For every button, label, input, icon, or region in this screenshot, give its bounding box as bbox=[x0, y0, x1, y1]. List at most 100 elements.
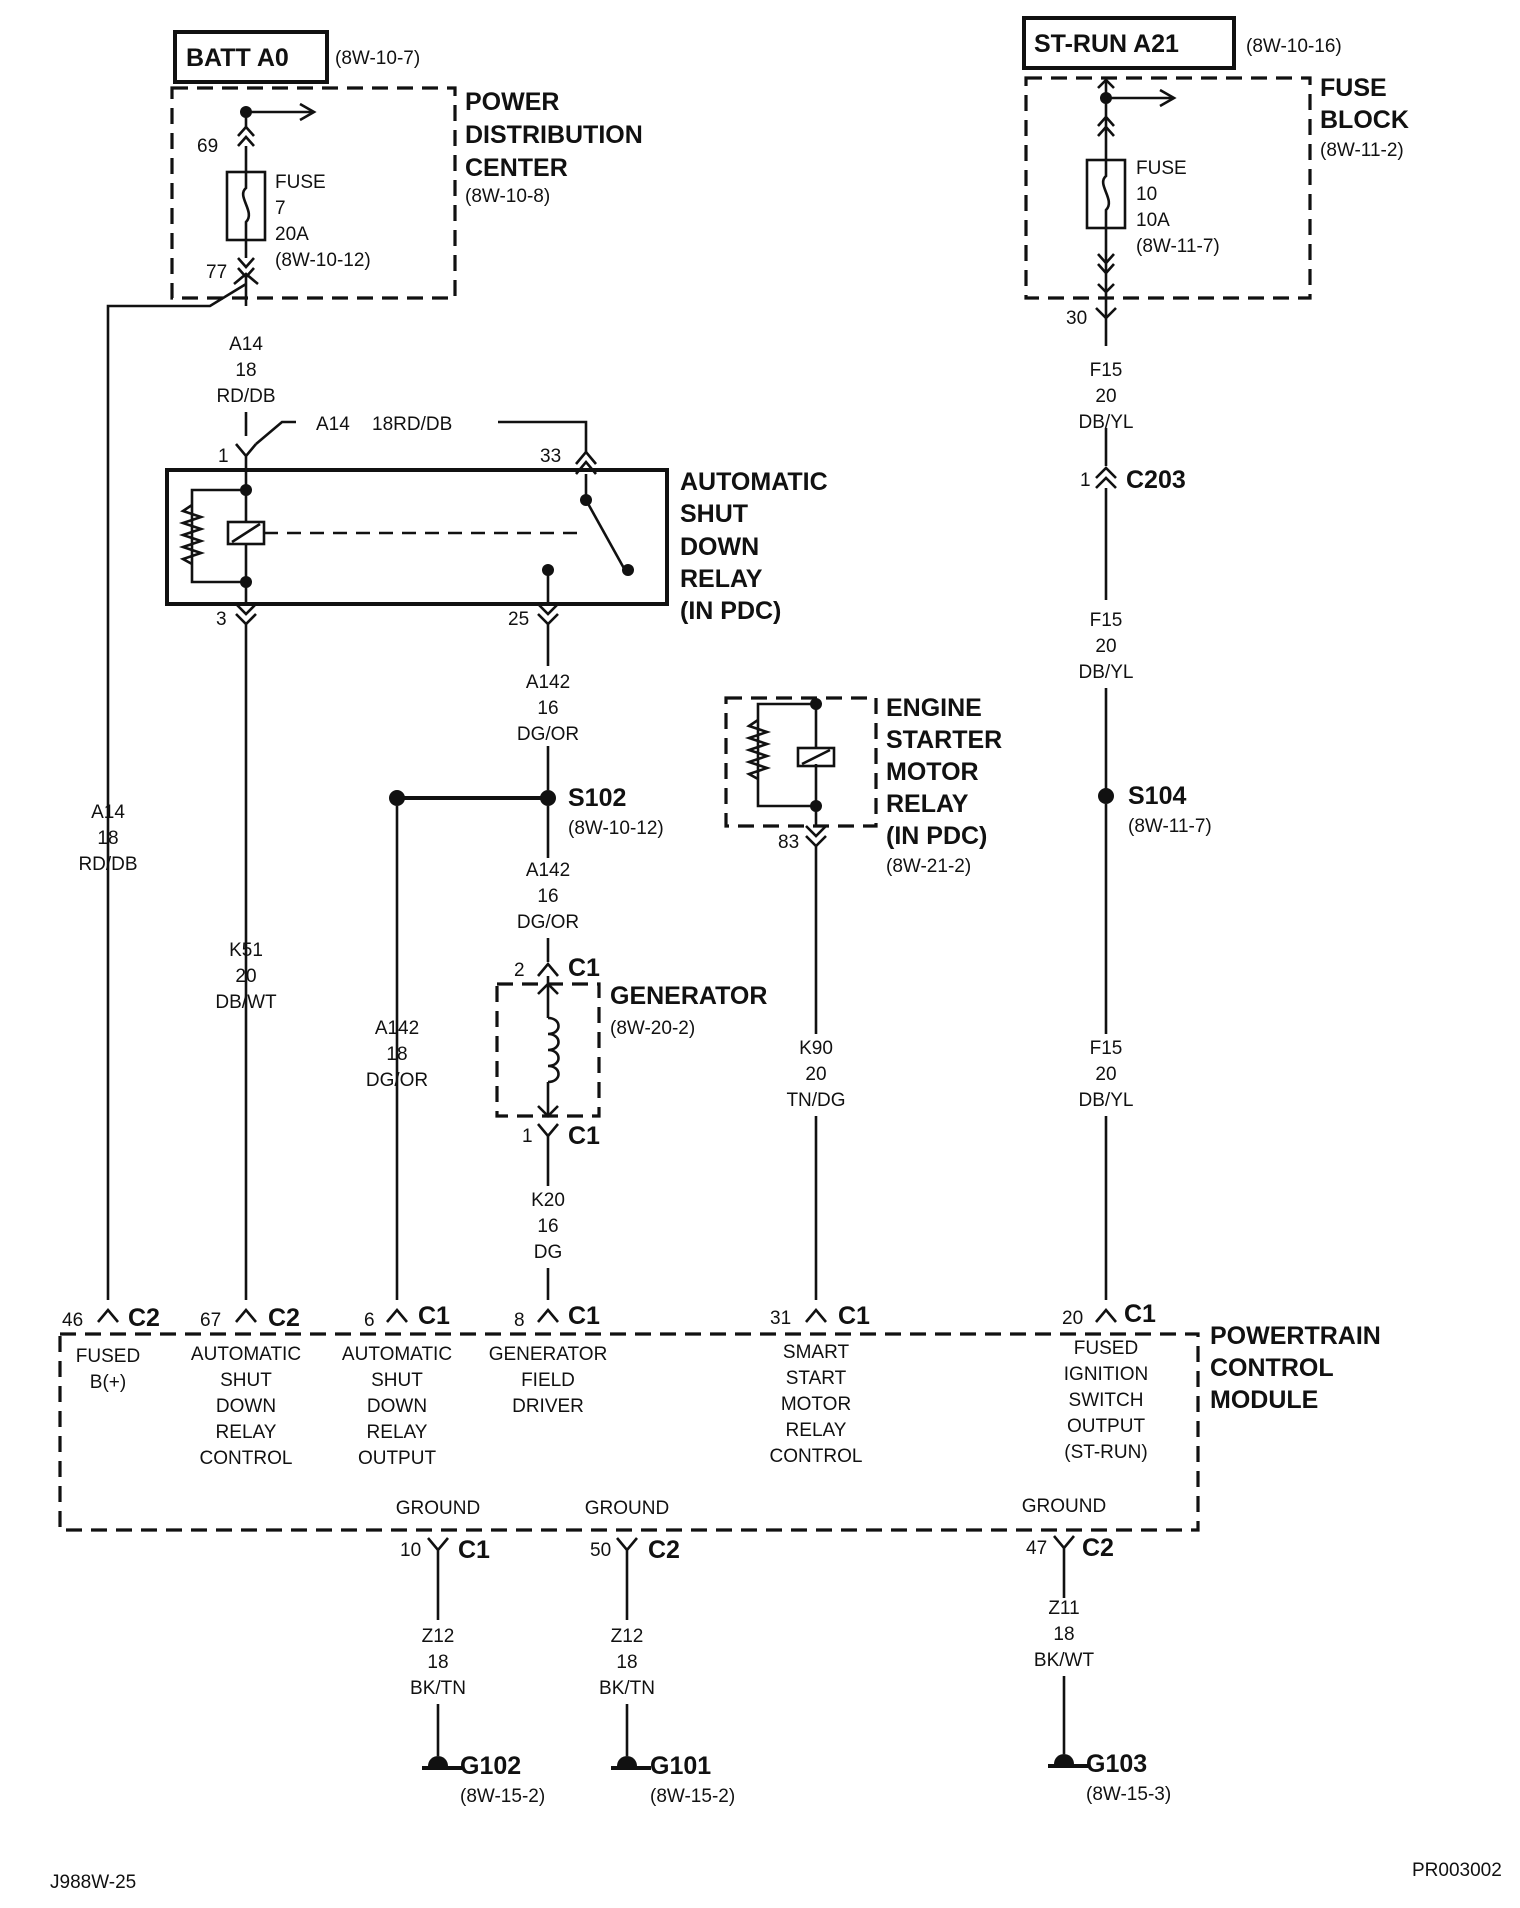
asd-name-2: SHUT bbox=[680, 500, 748, 528]
pcm-pin-31: 31 bbox=[770, 1308, 791, 1329]
pcm-pin-67: 67 bbox=[200, 1310, 221, 1331]
ground-icon bbox=[422, 1756, 462, 1770]
pcm-label-67-3: DOWN bbox=[216, 1396, 276, 1417]
wire-k20-gauge: 16 bbox=[537, 1216, 558, 1237]
pcm-label-31-1: SMART bbox=[783, 1342, 850, 1363]
pcm-ground-label-1: GROUND bbox=[396, 1498, 480, 1519]
pcm-pin-8: 8 bbox=[514, 1310, 525, 1331]
wire-z12b-color: BK/TN bbox=[599, 1678, 655, 1699]
pcm-label-31-4: RELAY bbox=[786, 1420, 847, 1441]
asd-pin-25: 25 bbox=[508, 609, 529, 630]
pcm-label-8-1: GENERATOR bbox=[489, 1344, 608, 1365]
s104-name: S104 bbox=[1128, 782, 1186, 810]
powertrain-control-module: POWERTRAIN CONTROL MODULE 46 C2 FUSED B(… bbox=[58, 1300, 1381, 1532]
wire-f15-low-color: DB/YL bbox=[1079, 1090, 1134, 1111]
esmr-ref: (8W-21-2) bbox=[886, 856, 971, 877]
wire-a142-mid-gauge: 16 bbox=[537, 886, 558, 907]
esmr-name-2: STARTER bbox=[886, 726, 1002, 754]
pdc-pin-69: 69 bbox=[197, 136, 218, 157]
esmr-name-4: RELAY bbox=[886, 790, 969, 818]
pcm-pin-50: 50 bbox=[590, 1540, 611, 1561]
st-run-label: ST-RUN A21 bbox=[1034, 30, 1179, 58]
pcm-label-8-3: DRIVER bbox=[512, 1396, 584, 1417]
fuse-10-number: 10 bbox=[1136, 184, 1157, 205]
pcm-label-46-1: FUSED bbox=[76, 1346, 140, 1367]
pcm-name-2: CONTROL bbox=[1210, 1354, 1334, 1382]
wire-k90-code: K90 bbox=[799, 1038, 833, 1059]
wire-f15-mid-code: F15 bbox=[1090, 610, 1123, 631]
fuse-10-rating: 10A bbox=[1136, 210, 1170, 231]
pdc-pin-77: 77 bbox=[206, 262, 227, 283]
wire-a142-code: A142 bbox=[526, 672, 570, 693]
pcm-name-1: POWERTRAIN bbox=[1210, 1322, 1381, 1350]
pcm-label-20-4: OUTPUT bbox=[1067, 1416, 1146, 1437]
pcm-label-20-2: IGNITION bbox=[1064, 1364, 1148, 1385]
pcm-label-31-3: MOTOR bbox=[781, 1394, 851, 1415]
st-run-ref: (8W-10-16) bbox=[1246, 36, 1342, 57]
wire-f15-color: DB/YL bbox=[1079, 412, 1134, 433]
asd-name-3: DOWN bbox=[680, 533, 759, 561]
wire-a14-color: RD/DB bbox=[216, 386, 275, 407]
asd-jumper-wire: 18RD/DB bbox=[372, 414, 452, 435]
wire-a142-left-gauge: 18 bbox=[386, 1044, 407, 1065]
pcm-label-8-2: FIELD bbox=[521, 1370, 575, 1391]
fuse-block-ref: (8W-11-2) bbox=[1320, 140, 1404, 161]
connector-c203: 1 C203 bbox=[1080, 466, 1186, 494]
wire-f15-code: F15 bbox=[1090, 360, 1123, 381]
wire-k51-gauge: 20 bbox=[235, 966, 256, 987]
wire-f15-mid-gauge: 20 bbox=[1095, 636, 1116, 657]
ground-leg-g102: 10 C1 Z12 18 BK/TN G102 (8W-15-2) bbox=[400, 1536, 545, 1807]
resistor-icon bbox=[744, 718, 772, 781]
fuse-10-icon bbox=[1085, 158, 1127, 230]
wire-z11-gauge: 18 bbox=[1053, 1624, 1074, 1645]
esmr-name-3: MOTOR bbox=[886, 758, 979, 786]
pcm-conn-6: C1 bbox=[418, 1302, 450, 1330]
pcm-label-6-4: RELAY bbox=[367, 1422, 428, 1443]
s102-name: S102 bbox=[568, 784, 626, 812]
pcm-label-6-3: DOWN bbox=[367, 1396, 427, 1417]
batt-a0-block: BATT A0 (8W-10-7) bbox=[173, 30, 420, 84]
ground-icon bbox=[611, 1756, 651, 1770]
wire-k20-color: DG bbox=[534, 1242, 563, 1263]
pcm-label-20-3: SWITCH bbox=[1069, 1390, 1144, 1411]
pcm-conn-31: C1 bbox=[838, 1302, 870, 1330]
pcm-terminal-8: 8 C1 GENERATOR FIELD DRIVER bbox=[489, 1302, 608, 1417]
wire-a14-gauge: 18 bbox=[235, 360, 256, 381]
pcm-terminal-46: 46 C2 FUSED B(+) bbox=[62, 1304, 160, 1393]
g101-ref: (8W-15-2) bbox=[650, 1786, 735, 1807]
pcm-label-67-2: SHUT bbox=[220, 1370, 272, 1391]
pcm-name-3: MODULE bbox=[1210, 1386, 1318, 1414]
generator: 2 C1 GENERATOR (8W-20-2) 1 C1 bbox=[495, 954, 767, 1150]
pcm-label-31-5: CONTROL bbox=[770, 1446, 863, 1467]
pcm-label-20-1: FUSED bbox=[1074, 1338, 1138, 1359]
pcm-pin-46: 46 bbox=[62, 1310, 83, 1331]
ground-leg-g101: 50 C2 Z12 18 BK/TN G101 (8W-15-2) bbox=[590, 1536, 735, 1807]
fuse-7-icon bbox=[225, 170, 267, 242]
pcm-conn-67: C2 bbox=[268, 1304, 300, 1332]
pcm-label-67-1: AUTOMATIC bbox=[191, 1344, 301, 1365]
wire-a14-left-code: A14 bbox=[91, 802, 125, 823]
pcm-ground-conn-47: C2 bbox=[1082, 1534, 1114, 1562]
s104-ref: (8W-11-7) bbox=[1128, 816, 1212, 837]
g103-name: G103 bbox=[1086, 1750, 1147, 1778]
pcm-label-46-2: B(+) bbox=[90, 1372, 126, 1393]
wire-a14-left-color: RD/DB bbox=[78, 854, 137, 875]
asd-pin-3: 3 bbox=[216, 609, 227, 630]
wire-f15-mid-color: DB/YL bbox=[1079, 662, 1134, 683]
pcm-label-67-4: RELAY bbox=[216, 1422, 277, 1443]
pcm-label-67-5: CONTROL bbox=[200, 1448, 293, 1469]
ground-leg-g103: 47 C2 Z11 18 BK/WT G103 (8W-15-3) bbox=[1026, 1534, 1171, 1805]
resistor-icon bbox=[178, 503, 206, 566]
fuse-block: FUSE BLOCK (8W-11-2) FUSE 10 10A (8W-11-… bbox=[1024, 74, 1409, 329]
splice-s102: S102 (8W-10-12) bbox=[389, 784, 664, 839]
wire-k20-code: K20 bbox=[531, 1190, 565, 1211]
splice-s104: S104 (8W-11-7) bbox=[1098, 782, 1212, 837]
asd-jumper-code: A14 bbox=[316, 414, 350, 435]
wire-a142-gauge: 16 bbox=[537, 698, 558, 719]
batt-a0-label: BATT A0 bbox=[186, 44, 289, 72]
pcm-label-6-2: SHUT bbox=[371, 1370, 423, 1391]
relay-coil-icon bbox=[796, 746, 836, 768]
pcm-ground-label-3: GROUND bbox=[1022, 1496, 1106, 1517]
pcm-conn-46: C2 bbox=[128, 1304, 160, 1332]
